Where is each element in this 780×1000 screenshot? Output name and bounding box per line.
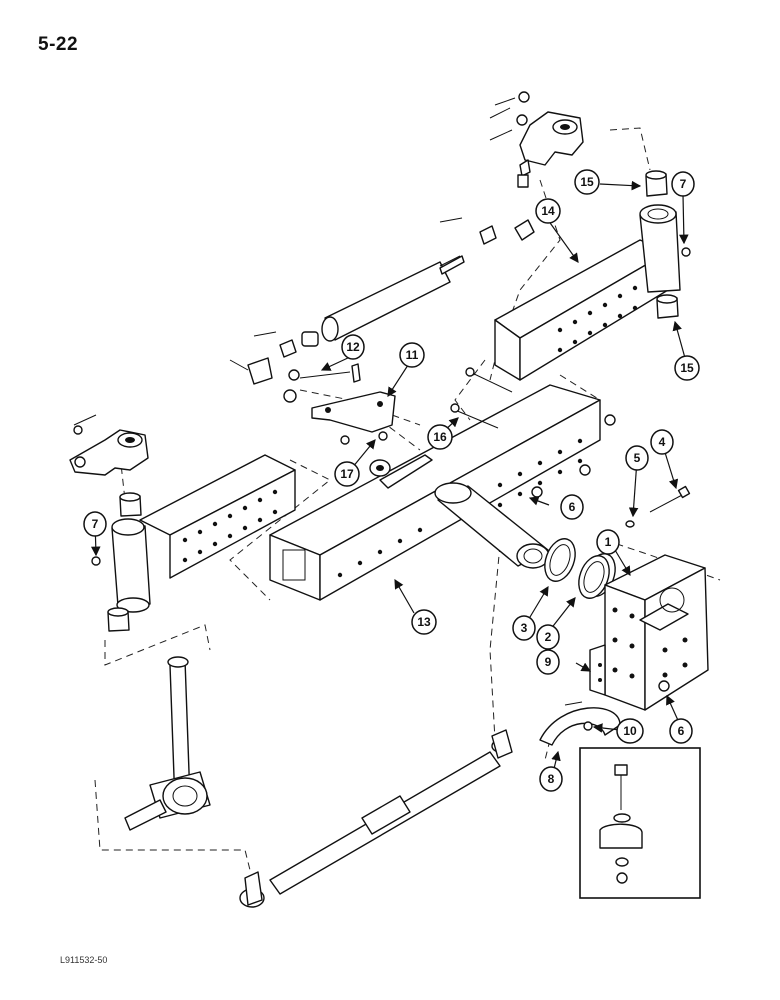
left-steering-arm <box>69 414 149 476</box>
inset-detail-box <box>579 747 701 899</box>
page-number: 5-22 <box>38 34 79 55</box>
svg-text:2: 2 <box>545 630 552 644</box>
pivot-support-bracket <box>589 485 709 711</box>
callout-12: 12 <box>341 334 365 360</box>
callout-7-left: 7 <box>83 511 107 537</box>
svg-text:7: 7 <box>92 517 99 531</box>
svg-text:9: 9 <box>545 655 552 669</box>
callout-11: 11 <box>399 342 425 368</box>
callout-10: 10 <box>616 718 644 744</box>
callout-6-bracket: 6 <box>669 718 693 744</box>
svg-text:15: 15 <box>680 361 694 375</box>
svg-text:13: 13 <box>417 615 431 629</box>
svg-text:17: 17 <box>340 467 354 481</box>
callout-15-top: 15 <box>574 169 600 195</box>
callout-2: 2 <box>536 624 560 650</box>
callout-1: 1 <box>596 529 620 555</box>
callout-4: 4 <box>650 429 674 455</box>
svg-text:16: 16 <box>433 430 447 444</box>
callout-14: 14 <box>535 198 561 224</box>
callout-15-bottom: 15 <box>674 355 700 381</box>
left-axle-extension <box>91 454 296 632</box>
callout-17: 17 <box>334 461 360 487</box>
tie-rod-assembly <box>239 729 513 908</box>
callout-3: 3 <box>512 615 536 641</box>
svg-text:7: 7 <box>680 177 687 191</box>
callout-16: 16 <box>427 424 453 450</box>
svg-text:14: 14 <box>541 204 555 218</box>
svg-text:12: 12 <box>346 340 360 354</box>
svg-text:10: 10 <box>623 724 637 738</box>
center-axle-beam <box>269 384 601 601</box>
steering-cylinder <box>229 217 535 403</box>
callout-9: 9 <box>536 649 560 675</box>
cylinder-bracket <box>299 363 396 445</box>
beam-bolts <box>450 367 616 498</box>
svg-text:15: 15 <box>580 175 594 189</box>
svg-text:5: 5 <box>634 451 641 465</box>
svg-text:6: 6 <box>678 724 685 738</box>
svg-text:1: 1 <box>605 535 612 549</box>
callout-6-beam: 6 <box>560 494 584 520</box>
callout-7-right: 7 <box>671 171 695 197</box>
figure-code: L911532-50 <box>60 955 108 965</box>
callout-8: 8 <box>539 766 563 792</box>
right-steering-arm <box>489 91 584 188</box>
svg-text:8: 8 <box>548 772 555 786</box>
svg-text:3: 3 <box>521 621 528 635</box>
callout-5: 5 <box>625 445 649 471</box>
beam-holes <box>337 438 583 578</box>
pivot-washers <box>544 538 616 599</box>
callout-13: 13 <box>411 609 437 635</box>
svg-text:4: 4 <box>659 435 666 449</box>
svg-text:6: 6 <box>569 500 576 514</box>
steering-knuckle <box>124 656 211 831</box>
svg-text:11: 11 <box>406 348 419 362</box>
clamp-strap <box>539 701 621 746</box>
right-axle-extension <box>494 170 691 381</box>
